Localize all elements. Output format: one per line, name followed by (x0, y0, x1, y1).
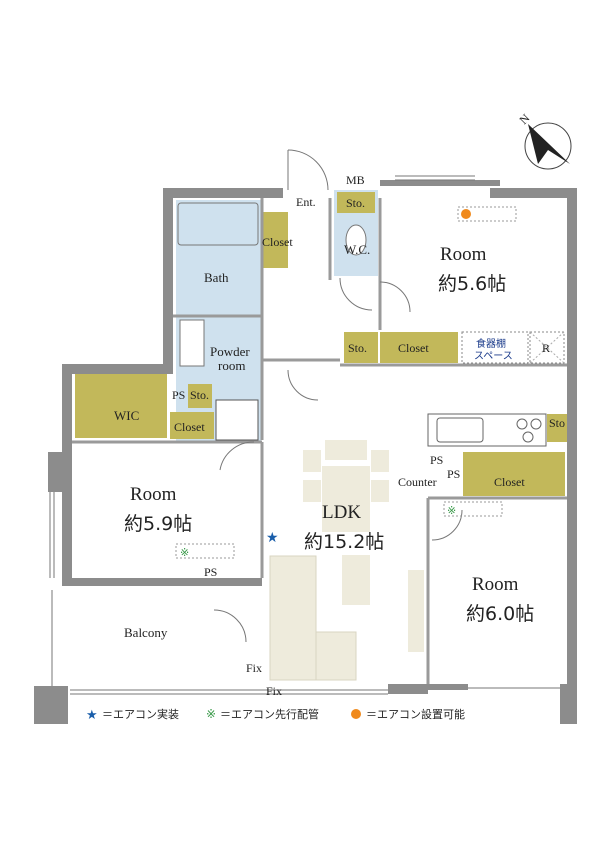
ps-kitchen-1-label: PS (430, 453, 443, 467)
wall-bottom-corner (560, 684, 577, 724)
bathtub (177, 202, 259, 246)
ac-star-icon: ★ (266, 530, 279, 546)
closet-room-se (463, 452, 565, 496)
legend-dot-icon (351, 709, 361, 719)
wall-top-right-2 (490, 188, 576, 198)
bath-label: Bath (204, 270, 229, 285)
mb-label: MB (346, 173, 365, 187)
bath-area (176, 200, 261, 316)
sto-kitchen (547, 414, 567, 442)
sto-wc-label: Sto. (346, 196, 365, 210)
wic-area (75, 374, 167, 438)
stove-burner-3 (522, 431, 534, 443)
legend-piping-icon: ※ (206, 707, 216, 721)
dining-chair-1 (303, 450, 321, 472)
sto-room-label: Sto. (348, 341, 367, 355)
legend-star-icon: ★ (86, 708, 98, 723)
dining-chair-2 (371, 450, 389, 472)
ps-room-w-label: PS (204, 565, 217, 579)
closet-entrance-label: Closet (262, 235, 293, 249)
ac-unit-room-w (175, 543, 235, 559)
walls (34, 180, 577, 724)
wall-wic-top (62, 364, 173, 374)
room-ne-size: 約5.6帖 (438, 273, 506, 295)
ps-wic-label: PS (172, 388, 185, 402)
room-w-name: Room (130, 484, 177, 505)
wc-label: W.C. (344, 242, 370, 257)
room-se-name: Room (472, 574, 519, 595)
ldk-size: 約15.2帖 (304, 531, 384, 553)
wic-label: WIC (114, 408, 139, 423)
fix-1-label: Fix (246, 661, 262, 675)
partitions (72, 198, 567, 684)
ac-unit-room-se (443, 501, 503, 517)
legend-ac-installed: ＝エアコン実装 (102, 707, 179, 721)
ac-unit-room-ne (457, 206, 517, 222)
closet-room-ne-label: Closet (398, 341, 429, 355)
wall-bottom-left (34, 686, 68, 724)
entrance-label: Ent. (296, 195, 316, 209)
compass-needle-icon (528, 124, 570, 164)
sto-ps (188, 384, 212, 408)
room-se-size: 約6.0帖 (466, 603, 534, 625)
dining-table (322, 466, 370, 532)
ac-piping-icon: ※ (447, 504, 456, 517)
sto-wc (337, 192, 375, 213)
pantry-label-1: 食器棚 (476, 337, 506, 350)
kitchen-sink (436, 417, 484, 443)
wall-left-upper (163, 188, 173, 366)
closet-room-se-label: Closet (494, 475, 525, 489)
stove-burner-1 (516, 418, 528, 430)
wash-basin (179, 319, 205, 367)
wall-top-left (163, 188, 283, 198)
closet-entrance (263, 212, 288, 268)
dining-chair-5 (325, 440, 367, 460)
sofa-l (269, 555, 317, 681)
stove-burner-2 (530, 418, 542, 430)
room-ne-name: Room (440, 244, 487, 265)
sto-kitchen-label: Sto (549, 416, 565, 430)
doors (213, 149, 463, 643)
closet-wic (170, 412, 214, 439)
tv-board (408, 570, 424, 652)
dining-chair-4 (371, 480, 389, 502)
washing-machine (215, 399, 259, 441)
wall-left-jog (48, 452, 62, 492)
dining-chair-3 (303, 480, 321, 502)
ldk-name: LDK (322, 502, 361, 523)
sto-ps-label: Sto. (190, 388, 209, 402)
counter-label: Counter (398, 475, 437, 489)
pantry-space (461, 331, 529, 364)
powder-room-label-2: room (218, 358, 245, 373)
powder-room-label-1: Powder (210, 344, 250, 359)
ps-kitchen-2-label: PS (447, 467, 460, 481)
fridge-space (529, 331, 565, 364)
wall-bottom-right (428, 684, 468, 690)
pantry-label-2: スペース (474, 351, 513, 362)
closet-room-ne (380, 332, 458, 363)
coffee-table (342, 555, 370, 605)
windows (49, 175, 560, 695)
fix-2-label: Fix (266, 684, 282, 698)
toilet (345, 224, 367, 256)
room-w-size: 約5.9帖 (124, 513, 192, 535)
r-label: R (542, 341, 550, 355)
wall-left (62, 364, 72, 586)
closet-wic-label: Closet (174, 420, 205, 434)
legend: ★ ＝エアコン実装 ※ ＝エアコン先行配管 ＝エアコン設置可能 (86, 707, 465, 723)
ac-piping-icon: ※ (180, 546, 189, 559)
legend-ac-possible: ＝エアコン設置可能 (366, 707, 465, 721)
compass: N (517, 111, 572, 170)
wall-right (567, 188, 577, 724)
sto-room (344, 332, 378, 363)
compass-label: N (517, 111, 533, 127)
sofa-bottom (315, 631, 357, 681)
legend-ac-piping: ＝エアコン先行配管 (220, 707, 319, 721)
wall-top-right (380, 180, 500, 186)
wall-room-bottom (62, 578, 262, 586)
balcony-label: Balcony (124, 625, 168, 640)
ac-dot-icon (461, 209, 471, 219)
wall-bottom-mid (388, 684, 428, 694)
